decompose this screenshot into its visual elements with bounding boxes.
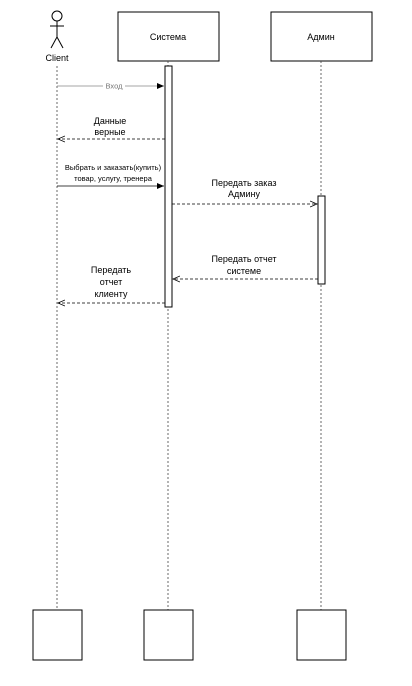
message-label-pass-order-1: Передать заказ	[212, 178, 277, 188]
activation-bar-system	[164, 65, 173, 308]
participant-box-admin	[270, 11, 373, 62]
actor-head	[51, 10, 63, 22]
message-label-report-system-2: системе	[227, 266, 261, 276]
message-label-report-client-1: Передать	[91, 265, 131, 275]
bottom-box-system	[143, 609, 194, 661]
bottom-box-admin	[296, 609, 347, 661]
message-label-login: Вход	[106, 82, 124, 91]
message-label-report-system-1: Передать отчет	[211, 254, 276, 264]
message-label-valid-data-2: верные	[94, 127, 125, 137]
participant-label-admin: Админ	[307, 32, 334, 42]
message-label-report-client-2: отчет	[100, 277, 122, 287]
message-label-valid-data-1: Данные	[94, 116, 127, 126]
message-label-order-1: Выбрать и заказать(купить)	[65, 163, 162, 172]
actor-label-client: Client	[45, 53, 69, 63]
message-label-pass-order-2: Админу	[228, 189, 260, 199]
participant-label-system: Система	[150, 32, 186, 42]
activation-bar-admin	[317, 195, 326, 285]
message-label-order-2: товар, услугу, тренера	[74, 174, 153, 183]
message-label-report-client-3: клиенту	[94, 289, 128, 299]
client-actor: Client	[45, 10, 69, 63]
bottom-box-client	[32, 609, 83, 661]
participant-box-system	[117, 11, 220, 62]
